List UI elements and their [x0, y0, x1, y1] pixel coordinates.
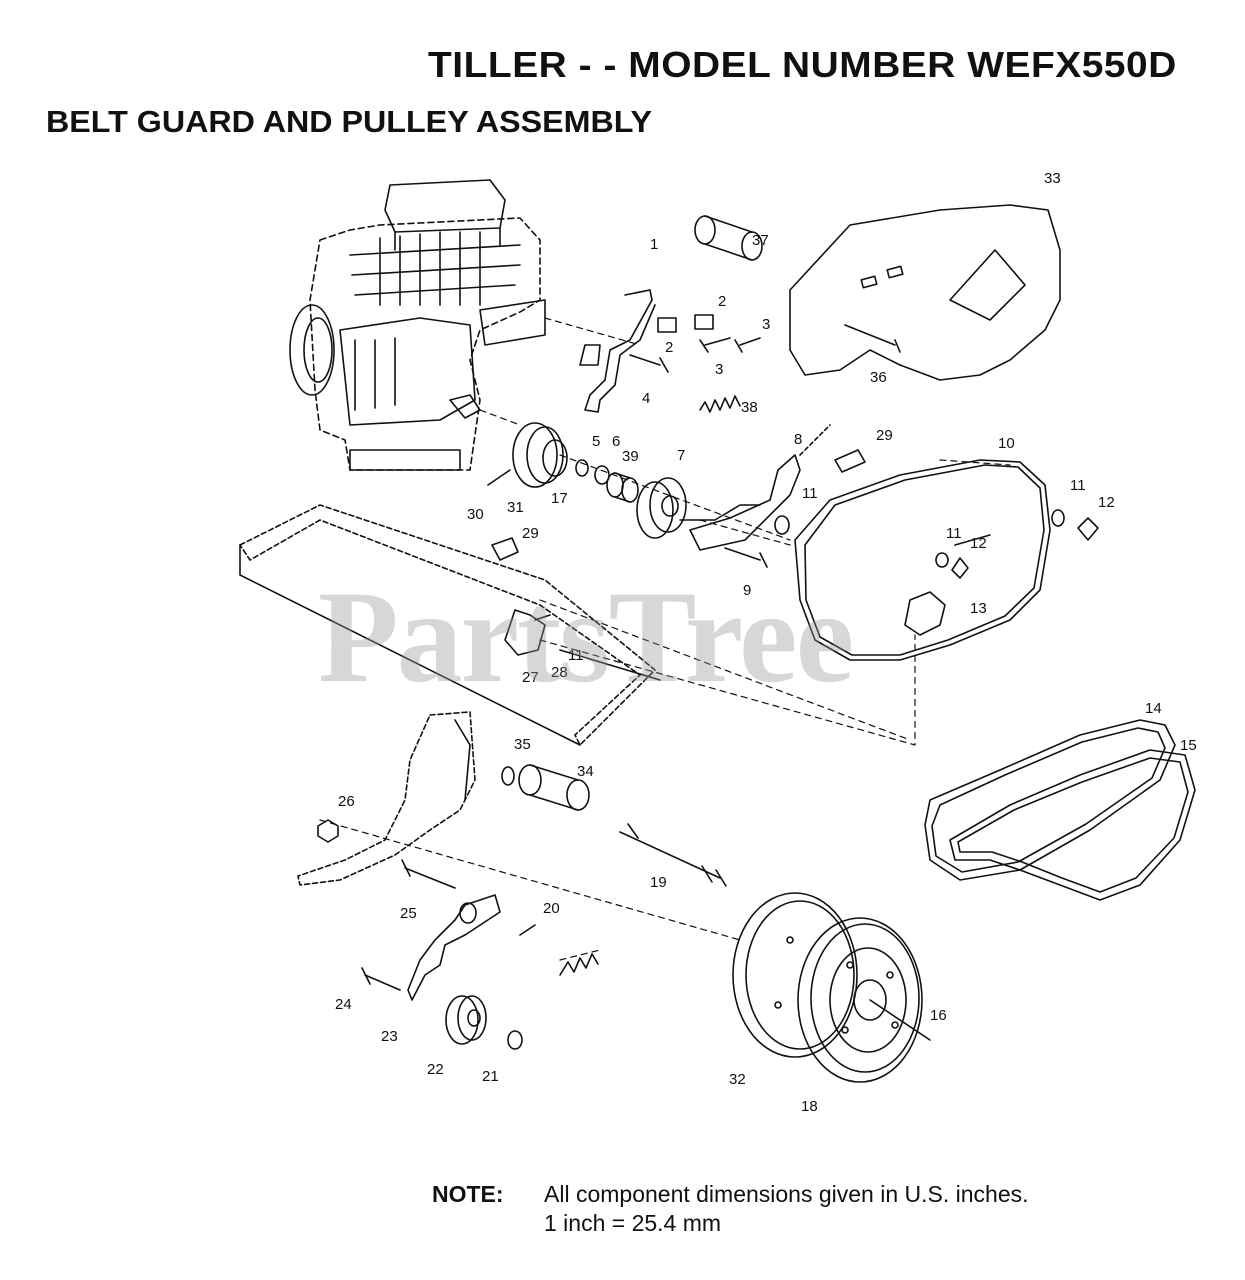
- callout-21: 21: [482, 1068, 499, 1085]
- callout-11c: 11: [946, 525, 962, 542]
- bolt: [734, 337, 761, 353]
- drive-belts: [924, 719, 1196, 901]
- callout-2: 2: [665, 339, 673, 356]
- callout-36: 36: [870, 369, 887, 386]
- callout-25: 25: [400, 905, 417, 922]
- callout-2b: 2: [718, 293, 726, 310]
- idler-arm-8: [689, 454, 801, 551]
- washer: [594, 465, 610, 485]
- callout-8: 8: [794, 431, 802, 448]
- callout-11b: 11: [1070, 477, 1086, 494]
- bolt-25: [401, 859, 456, 889]
- section-title: BELT GUARD AND PULLEY ASSEMBLY: [46, 104, 653, 139]
- belt-guard-back-cover: [789, 204, 1061, 381]
- callout-6: 6: [612, 433, 620, 450]
- spacer-34: [518, 764, 590, 811]
- callout-17: 17: [551, 490, 568, 507]
- callout-5: 5: [592, 433, 600, 450]
- note-line-1: All component dimensions given in U.S. i…: [544, 1181, 1029, 1207]
- nut-21: [507, 1030, 523, 1050]
- callout-39: 39: [622, 448, 639, 465]
- callout-13: 13: [970, 600, 987, 617]
- nut-26: [317, 819, 339, 843]
- callout-32: 32: [729, 1071, 746, 1088]
- callout-14: 14: [1145, 700, 1162, 717]
- bolt: [699, 337, 731, 353]
- engine-pulley-31: [487, 422, 568, 488]
- washer: [774, 515, 790, 535]
- callout-38: 38: [741, 399, 758, 416]
- callout-27: 27: [522, 669, 539, 686]
- callout-31: 31: [507, 499, 524, 516]
- callout-10: 10: [998, 435, 1015, 452]
- drive-pulleys: [732, 892, 931, 1083]
- note-line-2: 1 inch = 25.4 mm: [544, 1210, 722, 1236]
- shaft-19: [619, 831, 721, 879]
- engine-bracket: [584, 289, 656, 413]
- callout-33: 33: [1044, 170, 1061, 187]
- clip-29: [491, 537, 519, 561]
- assembly-lines: [319, 317, 1011, 961]
- callout-3: 3: [715, 361, 723, 378]
- callout-28: 28: [551, 664, 568, 681]
- callout-11a: 11: [802, 485, 818, 502]
- spring-20: [559, 953, 599, 976]
- callout-12b: 12: [970, 535, 987, 552]
- callout-12a: 12: [1098, 494, 1115, 511]
- hitch-bracket: [297, 711, 476, 886]
- callout-16: 16: [930, 1007, 947, 1024]
- bolt-24: [361, 967, 401, 991]
- callout-29a: 29: [522, 525, 539, 542]
- idler-bracket-23: [407, 894, 501, 1001]
- callout-24: 24: [335, 996, 352, 1013]
- callout-15: 15: [1180, 737, 1197, 754]
- callout-4: 4: [642, 390, 650, 407]
- callout-30: 30: [467, 506, 484, 523]
- spring-38: [699, 395, 741, 413]
- washer-35: [501, 766, 515, 786]
- callout-11d: 11: [568, 647, 584, 664]
- spacer-37: [694, 215, 763, 261]
- callout-29b: 29: [876, 427, 893, 444]
- callout-23: 23: [381, 1028, 398, 1045]
- callout-20: 20: [543, 900, 560, 917]
- callout-34: 34: [577, 763, 594, 780]
- engine-drawing: [289, 179, 546, 471]
- callout-7: 7: [677, 447, 685, 464]
- washer: [575, 459, 589, 477]
- callout-labels: 1 2 2 3 3 4 5 6 39 7 8 9 10 11 11 11 11 …: [335, 170, 1197, 1115]
- depth-stake-clip: [504, 609, 551, 656]
- clip: [657, 317, 677, 333]
- callout-26: 26: [338, 793, 355, 810]
- note-label: NOTE:: [432, 1181, 504, 1207]
- callout-9: 9: [743, 582, 751, 599]
- callout-3b: 3: [762, 316, 770, 333]
- spacer-39: [606, 472, 639, 503]
- clip: [694, 314, 714, 330]
- idler-pulley-7: [636, 477, 761, 539]
- tine-shield: [239, 504, 661, 746]
- callout-35: 35: [514, 736, 531, 753]
- callout-19: 19: [650, 874, 667, 891]
- callout-37: 37: [752, 232, 769, 249]
- idler-pulley-22: [445, 995, 487, 1045]
- page-title: TILLER - - MODEL NUMBER WEFX550D: [428, 44, 1177, 85]
- callout-22: 22: [427, 1061, 444, 1078]
- front-belt-guard-10: [794, 459, 1051, 661]
- bolt: [629, 354, 669, 373]
- callout-18: 18: [801, 1098, 818, 1115]
- callout-1: 1: [650, 236, 658, 253]
- bolt-9: [724, 547, 768, 568]
